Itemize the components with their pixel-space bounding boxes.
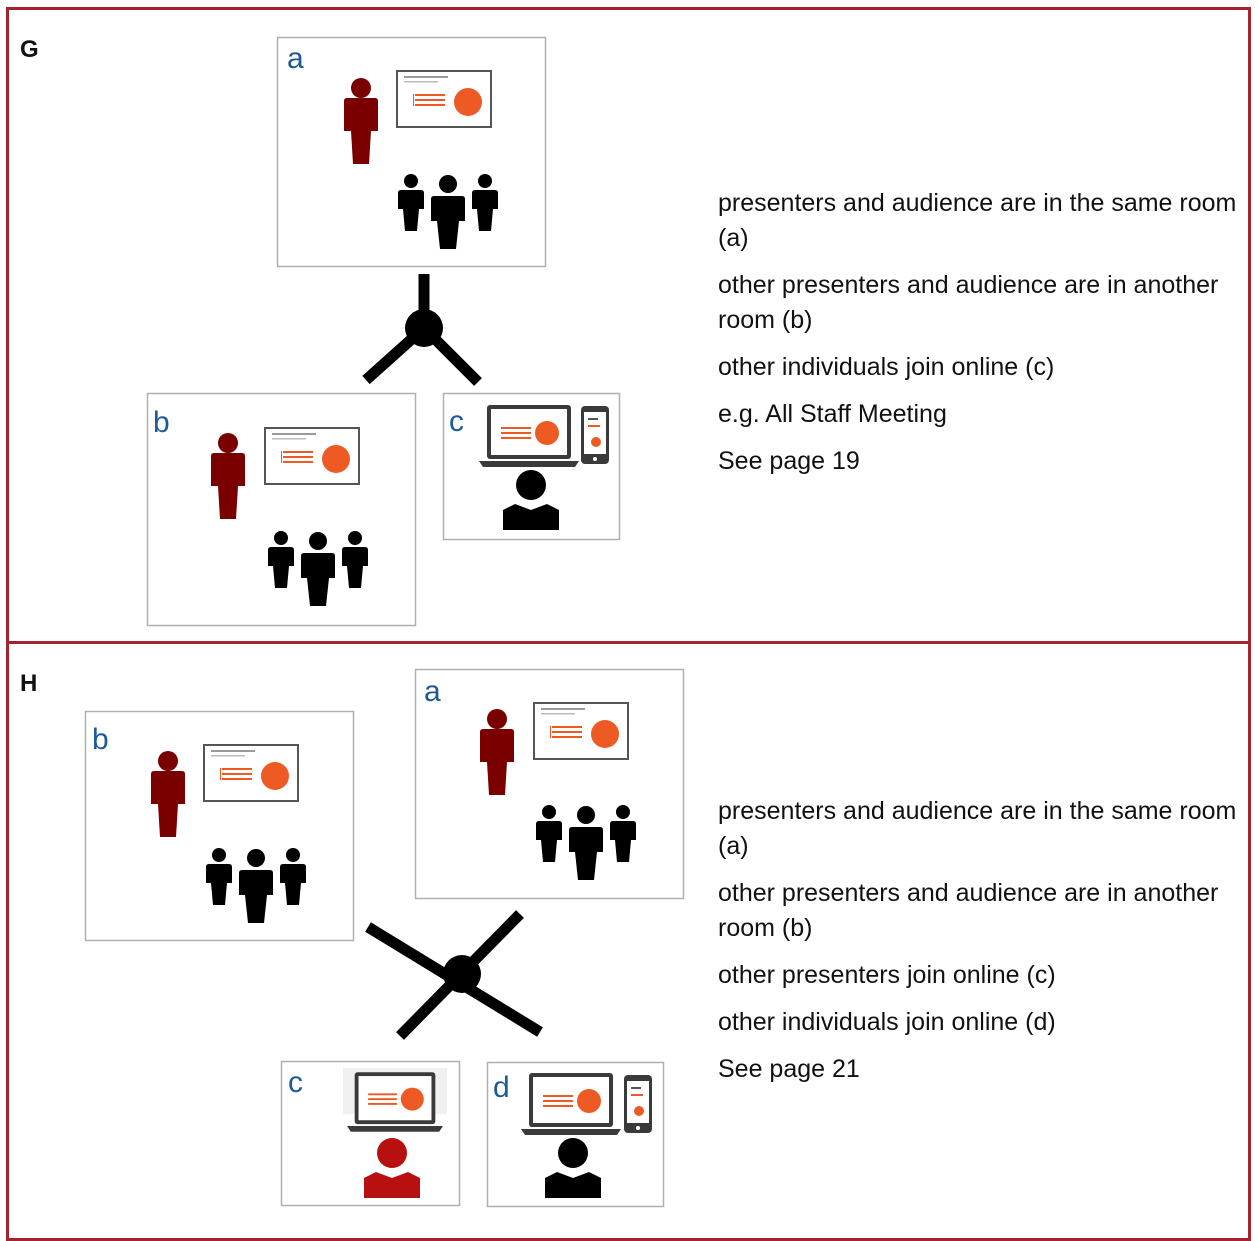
room-b: b	[84, 710, 355, 942]
presentation-screen-icon	[533, 702, 629, 760]
connector-hub	[443, 955, 481, 993]
room-label: d	[493, 1071, 510, 1104]
laptop-icon	[521, 1073, 621, 1135]
room-c: c	[442, 392, 621, 541]
room-a: a	[276, 36, 547, 268]
panel-g-letter: G	[20, 36, 39, 63]
description-line: e.g. All Staff Meeting	[718, 400, 947, 428]
room-label: a	[287, 42, 304, 75]
room-label: b	[153, 406, 170, 439]
room-d: d	[486, 1061, 665, 1208]
description-line: presenters and audience are in the same …	[718, 189, 1237, 252]
description-line: See page 19	[718, 447, 860, 475]
room-c: c	[280, 1060, 461, 1207]
room-label: a	[424, 675, 441, 708]
panel-g-diagram: a b c	[146, 36, 621, 627]
panel-h-description: presenters and audience are in the same …	[718, 794, 1238, 1099]
description-line: other individuals join online (c)	[718, 353, 1055, 381]
connector-hub	[405, 309, 443, 347]
room-a: a	[414, 668, 685, 900]
description-line: See page 21	[718, 1055, 860, 1083]
panel-g-description: presenters and audience are in the same …	[718, 186, 1238, 491]
presentation-screen-icon	[396, 70, 492, 128]
room-b: b	[146, 392, 417, 627]
panel-h-letter: H	[20, 670, 38, 697]
panel-h-diagram: b a c d	[84, 668, 685, 1208]
room-label: b	[92, 723, 109, 756]
phone-icon	[581, 406, 609, 464]
room-label: c	[449, 405, 464, 438]
description-line: other presenters and audience are in ano…	[718, 879, 1219, 942]
room-label: c	[288, 1066, 303, 1099]
presentation-screen-icon	[264, 427, 360, 485]
description-line: presenters and audience are in the same …	[718, 797, 1237, 860]
description-line: other presenters join online (c)	[718, 961, 1056, 989]
presentation-screen-icon	[203, 744, 299, 802]
description-line: other presenters and audience are in ano…	[718, 271, 1219, 334]
description-line: other individuals join online (d)	[718, 1008, 1056, 1036]
laptop-icon	[347, 1072, 443, 1132]
phone-icon	[624, 1075, 652, 1133]
laptop-icon	[479, 405, 579, 467]
